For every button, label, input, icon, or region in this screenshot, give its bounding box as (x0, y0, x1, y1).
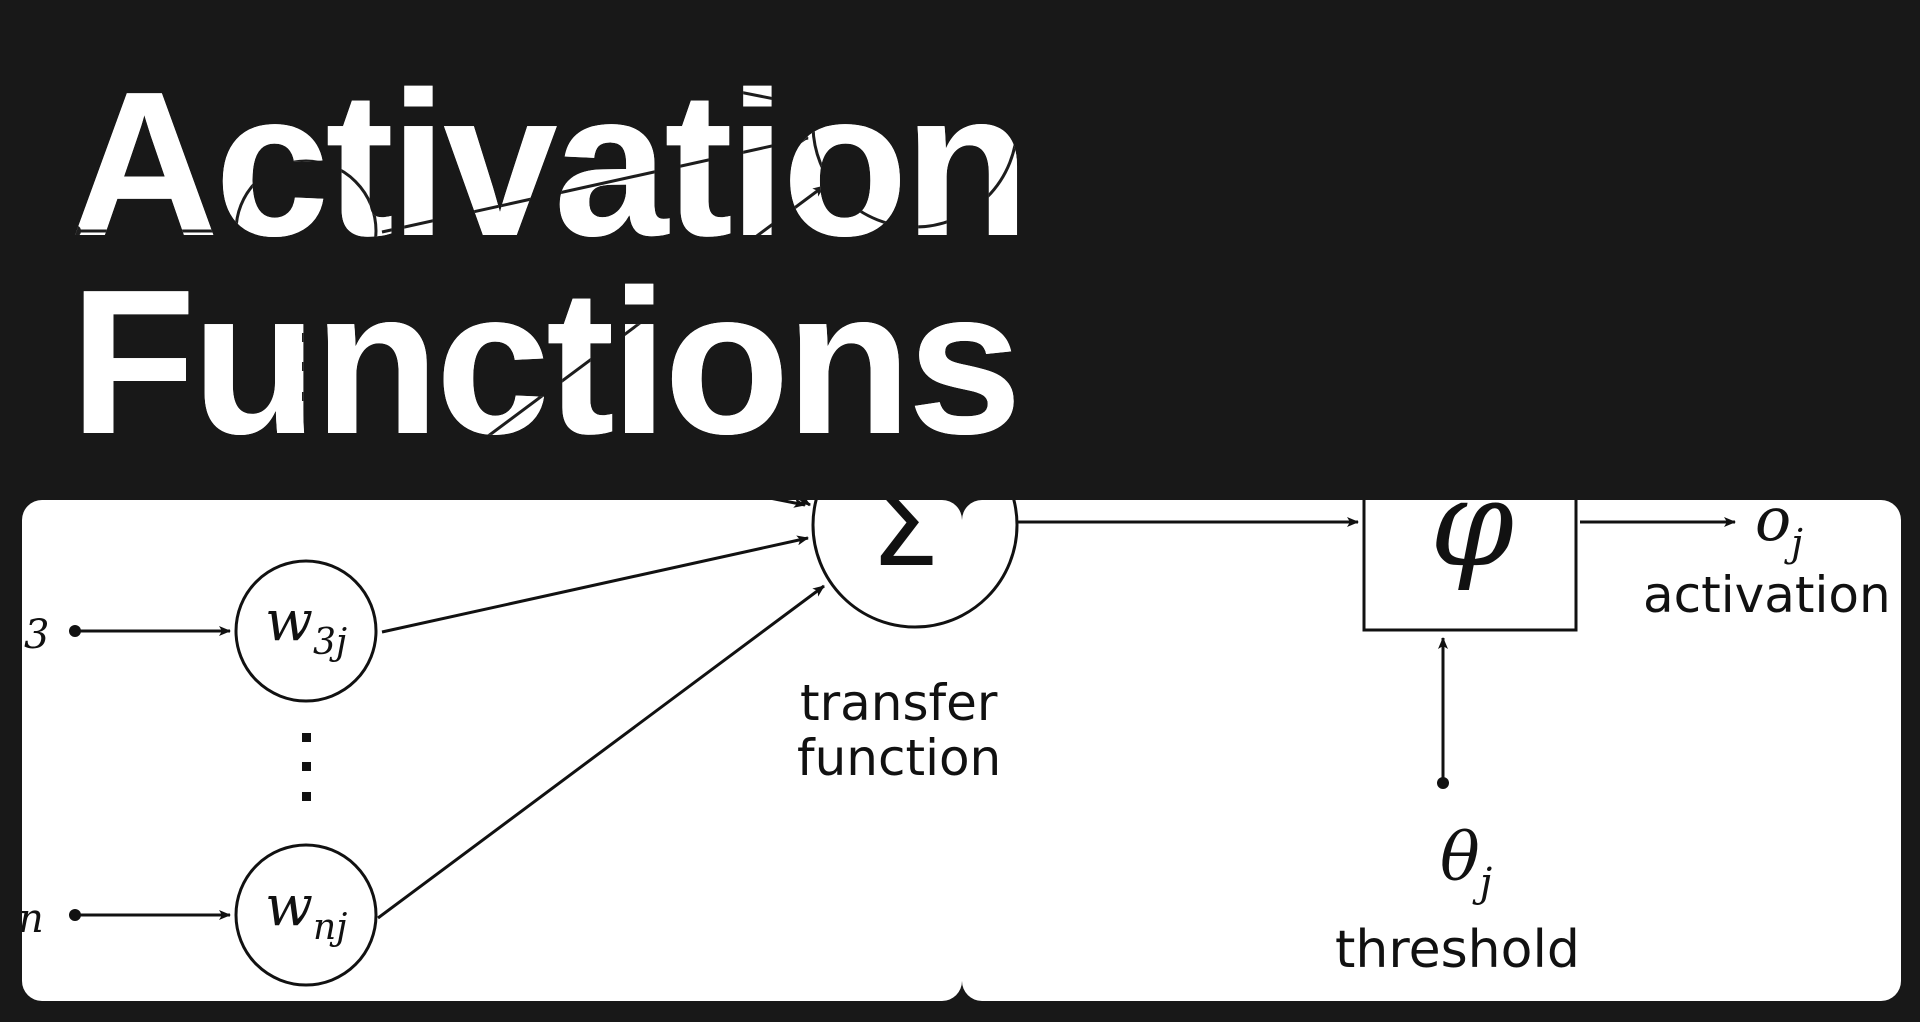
page-title: Activation Functions w2j (70, 0, 1030, 477)
transfer-caption-right-2: function (797, 729, 1001, 787)
transfer-caption-line2: function (797, 729, 1001, 787)
threshold-theta: θj (1440, 819, 1492, 906)
sum-symbol: Σ (870, 463, 940, 591)
input-xn-label: n (18, 896, 44, 942)
output-label: oj (1755, 485, 1803, 565)
input-x3-label: 3 (24, 612, 49, 658)
transfer-caption-line1: transfer (800, 674, 998, 732)
activation-phi-symbol: φ (1430, 455, 1514, 594)
weight-w3j: w3j (265, 589, 347, 663)
threshold-caption: threshold (1335, 920, 1580, 980)
weight-wnj: wnj (265, 874, 347, 948)
activation-caption: activation (1643, 566, 1891, 624)
weight-w2j-in-title: w2j (265, 0, 347, 43)
transfer-caption-right: transfer (800, 674, 998, 732)
